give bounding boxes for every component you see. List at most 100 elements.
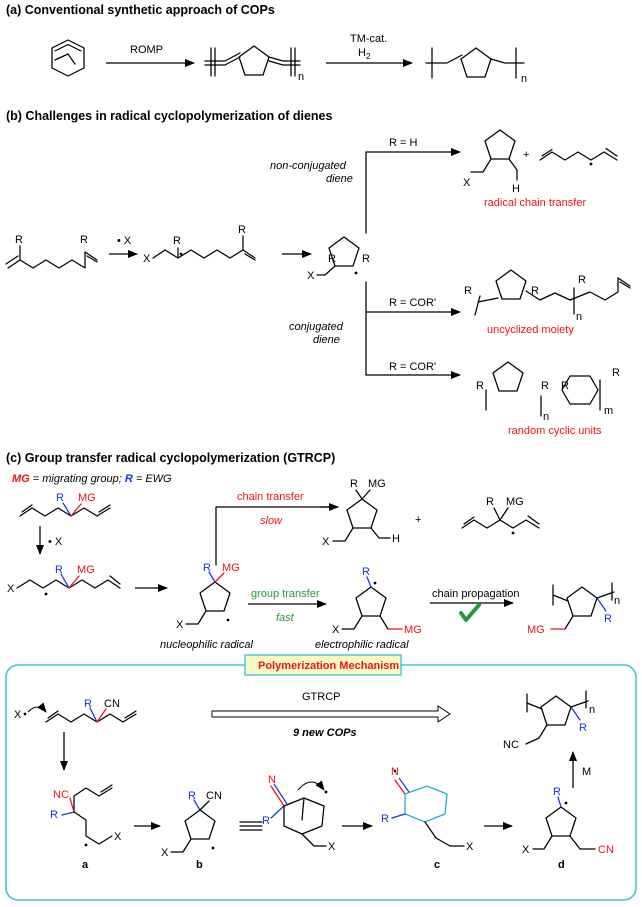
- svg-text:+: +: [523, 149, 529, 161]
- cop-structure: n: [425, 47, 527, 85]
- svg-text:conjugated: conjugated: [289, 321, 344, 333]
- x-radical-label: • X: [117, 235, 132, 247]
- mechanism-box: Polymerization Mechanism X R CN GTRCP 9 …: [5, 654, 637, 901]
- cond-r-cor-1: R = COR': [389, 297, 436, 309]
- slow-label: slow: [260, 515, 283, 527]
- mechanism-product-polymer: R n NC: [503, 690, 595, 751]
- new-cops-label: 9 new COPs: [293, 727, 357, 739]
- intermediate-radical-structure: X R R: [143, 224, 256, 265]
- svg-text:R: R: [553, 786, 561, 798]
- label-b: b: [196, 859, 203, 871]
- svg-text:n: n: [614, 595, 620, 607]
- random-cyclic-polymer: R R n R R m: [476, 361, 620, 423]
- svg-text:NC: NC: [53, 789, 69, 801]
- svg-text:NC: NC: [503, 739, 519, 751]
- svg-text:R: R: [612, 367, 620, 379]
- svg-text:X: X: [466, 841, 474, 853]
- uncyclized-polymer: R R R n: [464, 269, 631, 323]
- gtrcp-monomer: R MG: [19, 492, 111, 517]
- svg-text:X: X: [332, 624, 340, 636]
- svg-text:• X: • X: [48, 536, 63, 548]
- svg-text:R: R: [578, 274, 586, 286]
- svg-text:R: R: [55, 564, 63, 576]
- svg-text:diene: diene: [313, 334, 340, 346]
- svg-text:MG: MG: [404, 624, 422, 636]
- label-c: c: [434, 859, 440, 871]
- svg-text:R: R: [579, 722, 587, 734]
- check-icon: [459, 603, 481, 622]
- svg-text:R: R: [15, 234, 23, 246]
- svg-text:X: X: [161, 847, 169, 859]
- electrophilic-radical-structure: R X MG: [332, 566, 422, 636]
- svg-text:n: n: [589, 704, 595, 716]
- svg-text:R: R: [203, 562, 211, 574]
- section-c: (c) Group transfer radical cyclopolymeri…: [6, 451, 620, 651]
- fast-label: fast: [276, 612, 295, 624]
- monomer-a-precursor: R CN: [45, 698, 137, 723]
- svg-text:X: X: [143, 253, 151, 265]
- svg-text:R: R: [541, 380, 549, 392]
- section-a: (a) Conventional synthetic approach of C…: [6, 3, 527, 85]
- legend: MG = migrating group; R = EWG: [12, 473, 172, 485]
- mechanism-title: Polymerization Mechanism: [258, 660, 399, 672]
- svg-text:CN: CN: [206, 790, 222, 802]
- monomer-m-label: M: [582, 766, 591, 778]
- svg-text:R: R: [362, 253, 370, 265]
- cond-r-h: R = H: [389, 137, 417, 149]
- gtrcp-intermediate: X R MG: [7, 564, 121, 596]
- group-transfer-label: group transfer: [251, 588, 320, 600]
- svg-text:R: R: [262, 815, 270, 827]
- svg-text:R: R: [561, 380, 569, 392]
- svg-text:MG: MG: [78, 492, 96, 504]
- chain-propagation-label: chain propagation: [432, 588, 519, 600]
- svg-text:MG: MG: [368, 478, 386, 490]
- svg-text:R: R: [56, 492, 64, 504]
- svg-text:R: R: [531, 285, 539, 297]
- svg-text:X: X: [307, 270, 315, 282]
- svg-text:MG: MG: [77, 564, 95, 576]
- subscript-n: n: [298, 71, 304, 83]
- label-a: a: [82, 859, 89, 871]
- svg-text:R: R: [486, 496, 494, 508]
- norbornene-structure: [51, 39, 85, 77]
- svg-text:N: N: [268, 774, 276, 786]
- svg-text:diene: diene: [326, 173, 353, 185]
- chain-transfer-label: chain transfer: [237, 491, 304, 503]
- structure-b: R CN X b: [161, 790, 222, 871]
- chain-transfer-products: R MG X H + R MG: [322, 478, 540, 548]
- h2-label: H2: [358, 47, 371, 61]
- svg-text:MG: MG: [506, 496, 524, 508]
- label-d: d: [558, 859, 565, 871]
- svg-text:R: R: [381, 813, 389, 825]
- svg-text:X: X: [114, 831, 122, 843]
- svg-text:MG: MG: [527, 624, 545, 636]
- svg-text:X: X: [522, 844, 530, 856]
- svg-text:R: R: [80, 234, 88, 246]
- electrophilic-radical-label: electrophilic radical: [315, 639, 409, 651]
- outcome-radical-chain-transfer: radical chain transfer: [484, 197, 586, 209]
- tm-cat-label: TM-cat.: [350, 33, 387, 45]
- subscript-n-2: n: [521, 73, 527, 85]
- svg-text:X: X: [463, 177, 471, 189]
- structure-a: NC R X a: [50, 784, 122, 871]
- structure-d: R X CN d: [522, 786, 614, 871]
- svg-text:+: +: [415, 514, 421, 526]
- svg-text:non-conjugated: non-conjugated: [270, 160, 347, 172]
- gtrcp-arrow: [211, 705, 451, 723]
- svg-text:m: m: [604, 405, 613, 417]
- svg-text:X: X: [14, 709, 22, 721]
- svg-text:R: R: [476, 380, 484, 392]
- nucleophilic-radical-structure: R MG X: [176, 562, 240, 631]
- svg-text:R: R: [84, 698, 92, 710]
- section-b-heading: (b) Challenges in radical cyclopolymeriz…: [6, 109, 333, 123]
- polynorbornene-structure: n: [204, 45, 304, 83]
- svg-text:R: R: [173, 235, 181, 247]
- svg-text:R: R: [604, 613, 612, 625]
- equivalence-sign: [239, 821, 263, 831]
- x-radical-attack: X: [14, 702, 47, 721]
- outcome-random-cyclic-units: random cyclic units: [508, 425, 602, 437]
- svg-text:R: R: [328, 253, 336, 265]
- transition-state-structure: N R X: [262, 774, 336, 853]
- romp-label: ROMP: [130, 44, 163, 56]
